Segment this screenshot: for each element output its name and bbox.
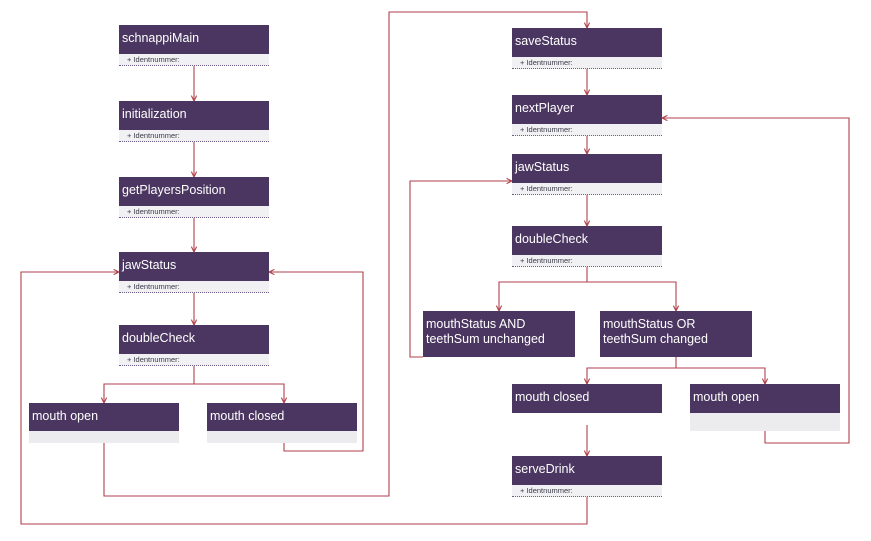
node-label: getPlayersPosition (119, 177, 269, 206)
node-label: nextPlayer (512, 95, 662, 124)
node-label: mouth open (29, 403, 179, 431)
arrowhead (660, 114, 668, 122)
edge-doubleCheck2-to-unchanged (495, 267, 588, 313)
node-schnappiMain: schnappiMain+ Identnummer: (119, 25, 269, 66)
node-attribute: + Identnummer: (512, 255, 662, 267)
node-attribute: + Identnummer: (119, 206, 269, 218)
node-label: jawStatus (119, 252, 269, 281)
node-attribute: + Identnummer: (512, 57, 662, 69)
node-changed: mouthStatus OR teethSum changed (600, 311, 752, 357)
edge-mouthOpen2-to-nextPlayer (660, 114, 850, 444)
node-label: mouth closed (512, 384, 662, 413)
edge-serveDrink-to-jawStatus1 (20, 268, 588, 525)
node-attribute: + Identnummer: (512, 485, 662, 497)
node-label: serveDrink (512, 456, 662, 485)
node-label: schnappiMain (119, 25, 269, 54)
node-mouthOpen2: mouth open (690, 384, 840, 431)
node-body (207, 431, 357, 443)
node-doubleCheck2: doubleCheck+ Identnummer: (512, 226, 662, 267)
node-attribute: + Identnummer: (119, 354, 269, 366)
node-label: jawStatus (512, 154, 662, 183)
node-unchanged: mouthStatus AND teethSum unchanged (423, 311, 575, 357)
edge-saveStatus-to-nextPlayer (583, 69, 591, 97)
edge-doubleCheck2-to-changed (587, 281, 680, 313)
node-body (690, 413, 840, 431)
node-serveDrink: serveDrink+ Identnummer: (512, 456, 662, 497)
node-body (29, 431, 179, 443)
node-label: mouthStatus AND teethSum unchanged (423, 311, 575, 357)
edge-jawStatus1-to-doubleCheck1 (190, 293, 198, 327)
node-label: mouth open (690, 384, 840, 413)
node-attribute: + Identnummer: (119, 54, 269, 66)
edge-mouthClosed2-to-serveDrink (583, 425, 591, 458)
arrowhead (267, 268, 275, 276)
node-attribute: + Identnummer: (119, 130, 269, 142)
node-label: doubleCheck (119, 325, 269, 354)
node-label: mouthStatus OR teethSum changed (600, 311, 752, 357)
edge-schnappiMain-to-initialization (190, 66, 198, 103)
node-nextPlayer: nextPlayer+ Identnummer: (512, 95, 662, 136)
node-label: doubleCheck (512, 226, 662, 255)
node-attribute: + Identnummer: (119, 281, 269, 293)
edge-changed-to-mouthOpen2 (676, 367, 769, 386)
node-mouthClosed1: mouth closed (207, 403, 357, 443)
node-initialization: initialization+ Identnummer: (119, 101, 269, 142)
edge-mouthClosed1-to-jawStatus1 (267, 268, 364, 452)
edge-nextPlayer-to-jawStatus2 (583, 136, 591, 156)
node-jawStatus2: jawStatus+ Identnummer: (512, 154, 662, 195)
edge-changed-to-mouthClosed2 (583, 357, 677, 386)
node-mouthOpen1: mouth open (29, 403, 179, 443)
node-jawStatus1: jawStatus+ Identnummer: (119, 252, 269, 293)
edge-getPlayersPosition-to-jawStatus1 (190, 218, 198, 254)
node-mouthClosed2: mouth closed (512, 384, 662, 413)
node-attribute: + Identnummer: (512, 124, 662, 136)
node-label: saveStatus (512, 28, 662, 57)
node-label: mouth closed (207, 403, 357, 431)
node-getPlayersPosition: getPlayersPosition+ Identnummer: (119, 177, 269, 218)
edge-jawStatus2-to-doubleCheck2 (583, 195, 591, 228)
node-saveStatus: saveStatus+ Identnummer: (512, 28, 662, 69)
node-label: initialization (119, 101, 269, 130)
edge-doubleCheck1-to-mouthOpen1 (100, 366, 195, 405)
edge-initialization-to-getPlayersPosition (190, 142, 198, 179)
edge-doubleCheck1-to-mouthClosed1 (194, 383, 288, 405)
node-doubleCheck1: doubleCheck+ Identnummer: (119, 325, 269, 366)
node-attribute: + Identnummer: (512, 183, 662, 195)
